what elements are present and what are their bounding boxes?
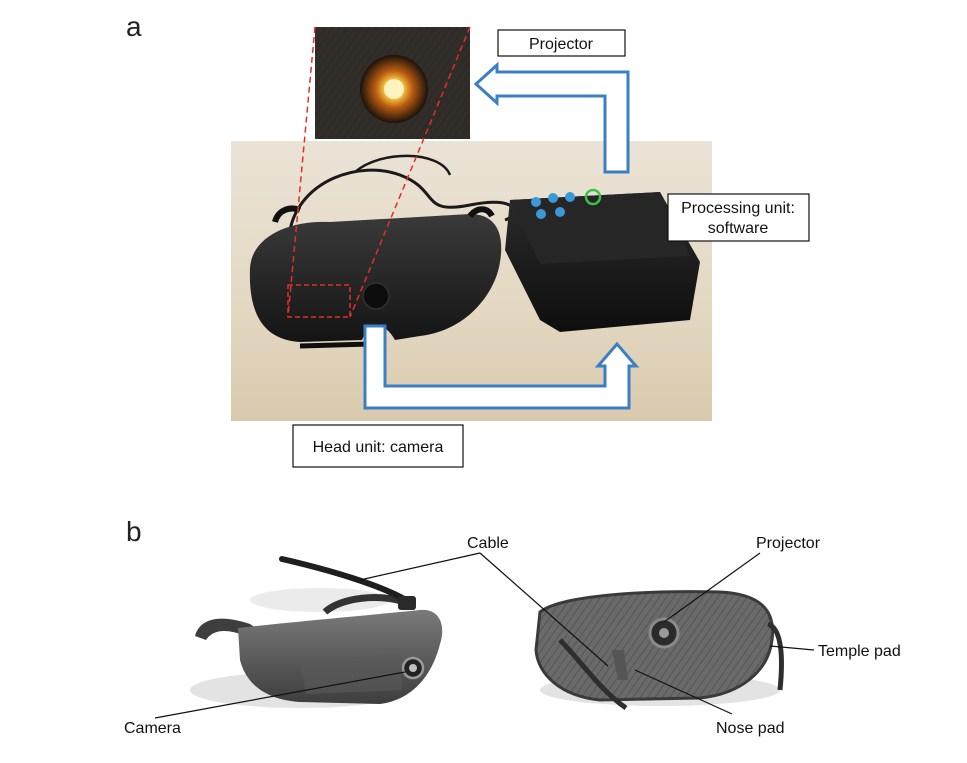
button-icon — [531, 197, 541, 207]
processing-unit-label-line1: Processing unit: — [681, 200, 795, 217]
glasses-render-rear — [534, 590, 784, 711]
processing-unit-label-box: Processing unit: software — [667, 193, 810, 242]
nose-pad-callout: Nose pad — [716, 720, 785, 737]
head-unit-glasses — [249, 205, 502, 349]
zoom-region-box — [287, 284, 351, 318]
button-icon — [555, 207, 565, 217]
head-unit-label: Head unit: camera — [313, 439, 444, 456]
button-icon — [536, 209, 546, 219]
camera-callout: Camera — [124, 720, 181, 737]
panel-b-letter: b — [126, 516, 142, 547]
flow-arrow-to-projector — [473, 61, 630, 174]
nose-pad-icon — [612, 650, 628, 680]
button-icon — [565, 192, 575, 202]
power-button-icon — [584, 188, 602, 206]
led-icon — [384, 79, 404, 99]
projector-inset-photo — [315, 27, 470, 139]
panel-a-letter: a — [126, 11, 142, 42]
zoom-lines — [287, 26, 471, 318]
projector-label: Projector — [529, 36, 594, 53]
projector-callout: Projector — [756, 535, 821, 552]
temple-pad-callout: Temple pad — [818, 643, 901, 660]
flow-arrow-to-processing — [363, 324, 640, 410]
head-unit-label-box: Head unit: camera — [292, 424, 464, 468]
projector-label-box: Projector — [497, 29, 626, 57]
device-photo — [231, 141, 712, 421]
callout-lines — [154, 552, 815, 719]
glasses-render-front — [190, 556, 443, 708]
processing-unit-box — [505, 188, 700, 332]
camera-lens-icon — [362, 282, 390, 310]
cable-callout: Cable — [467, 535, 509, 552]
button-icon — [548, 193, 558, 203]
processing-unit-label-line2: software — [708, 220, 769, 237]
